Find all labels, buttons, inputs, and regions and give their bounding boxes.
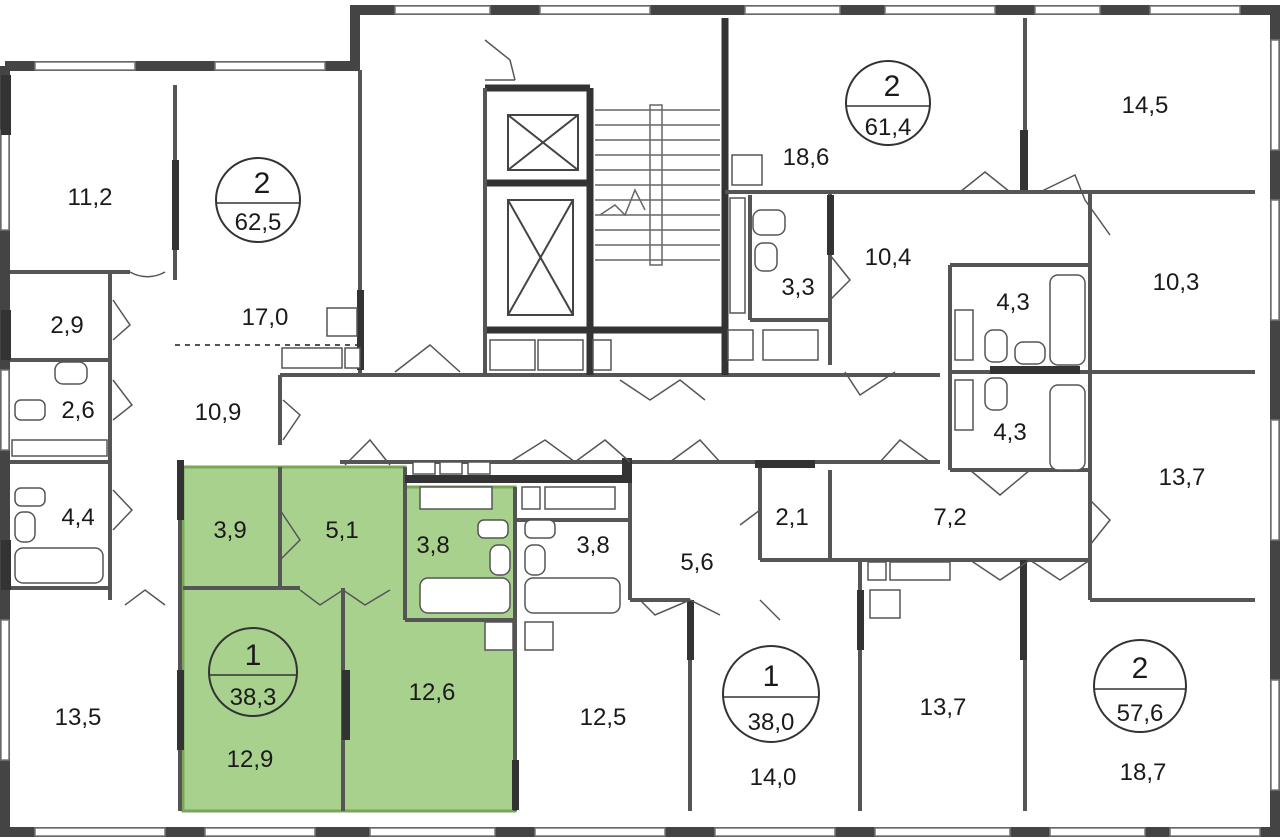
staircase: [595, 104, 720, 266]
room-area: 3,8: [576, 532, 609, 559]
apartment-badge-a[interactable]: 2 62,5: [215, 157, 301, 243]
apartment-badge-c[interactable]: 1 38,3: [208, 627, 298, 717]
room-area: 14,0: [750, 764, 797, 791]
wall-accents: [1, 75, 1080, 810]
room-area: 2,9: [50, 312, 83, 339]
room-area: 2,6: [61, 397, 94, 424]
apartment-rooms: 2: [884, 70, 901, 103]
apartment-rooms: 1: [245, 639, 262, 672]
room-area: 13,5: [55, 704, 102, 731]
room-area: 2,1: [775, 504, 808, 531]
apartment-area: 62,5: [235, 209, 282, 236]
apartment-rooms: 2: [1132, 652, 1149, 685]
doors: [112, 39, 1112, 621]
room-area: 3,9: [213, 517, 246, 544]
room-area: 17,0: [242, 304, 289, 331]
apartment-badge-b[interactable]: 2 61,4: [845, 60, 931, 146]
room-area: 10,3: [1153, 269, 1200, 296]
apartment-area: 38,3: [230, 684, 277, 711]
room-area: 7,2: [933, 504, 966, 531]
room-area: 18,7: [1120, 759, 1167, 786]
apartment-area: 61,4: [865, 114, 912, 141]
room-area: 10,9: [195, 399, 242, 426]
apartment-rooms: 2: [254, 167, 271, 200]
windows: [0, 5, 1280, 837]
room-area: 12,5: [580, 704, 627, 731]
elevator-shafts: [507, 114, 579, 316]
room-area: 13,7: [920, 694, 967, 721]
room-area: 3,8: [416, 532, 449, 559]
room-area: 18,6: [783, 144, 830, 171]
room-area: 4,4: [61, 504, 94, 531]
room-area: 5,1: [325, 517, 358, 544]
apartment-area: 57,6: [1117, 700, 1164, 727]
apartment-area: 38,0: [748, 709, 795, 736]
room-area: 4,3: [996, 289, 1029, 316]
room-area: 13,7: [1159, 464, 1206, 491]
room-area: 4,3: [993, 419, 1026, 446]
outer-walls: [0, 5, 1280, 837]
room-area: 12,6: [409, 679, 456, 706]
room-area: 12,9: [227, 746, 274, 773]
room-area: 5,6: [680, 549, 713, 576]
bathroom-fixtures: [11, 154, 1086, 651]
apartment-badge-e[interactable]: 2 57,6: [1093, 639, 1187, 733]
room-area: 10,4: [865, 244, 912, 271]
room-area-labels: 11,2 17,0 2,9 2,6 10,9 4,4 13,5 3,9 5,1 …: [50, 92, 1205, 791]
apartment-badge-d[interactable]: 1 38,0: [722, 645, 820, 743]
room-area: 11,2: [68, 184, 113, 211]
apartment-rooms: 1: [763, 660, 780, 693]
room-area: 14,5: [1122, 92, 1169, 119]
room-area: 3,3: [781, 274, 814, 301]
